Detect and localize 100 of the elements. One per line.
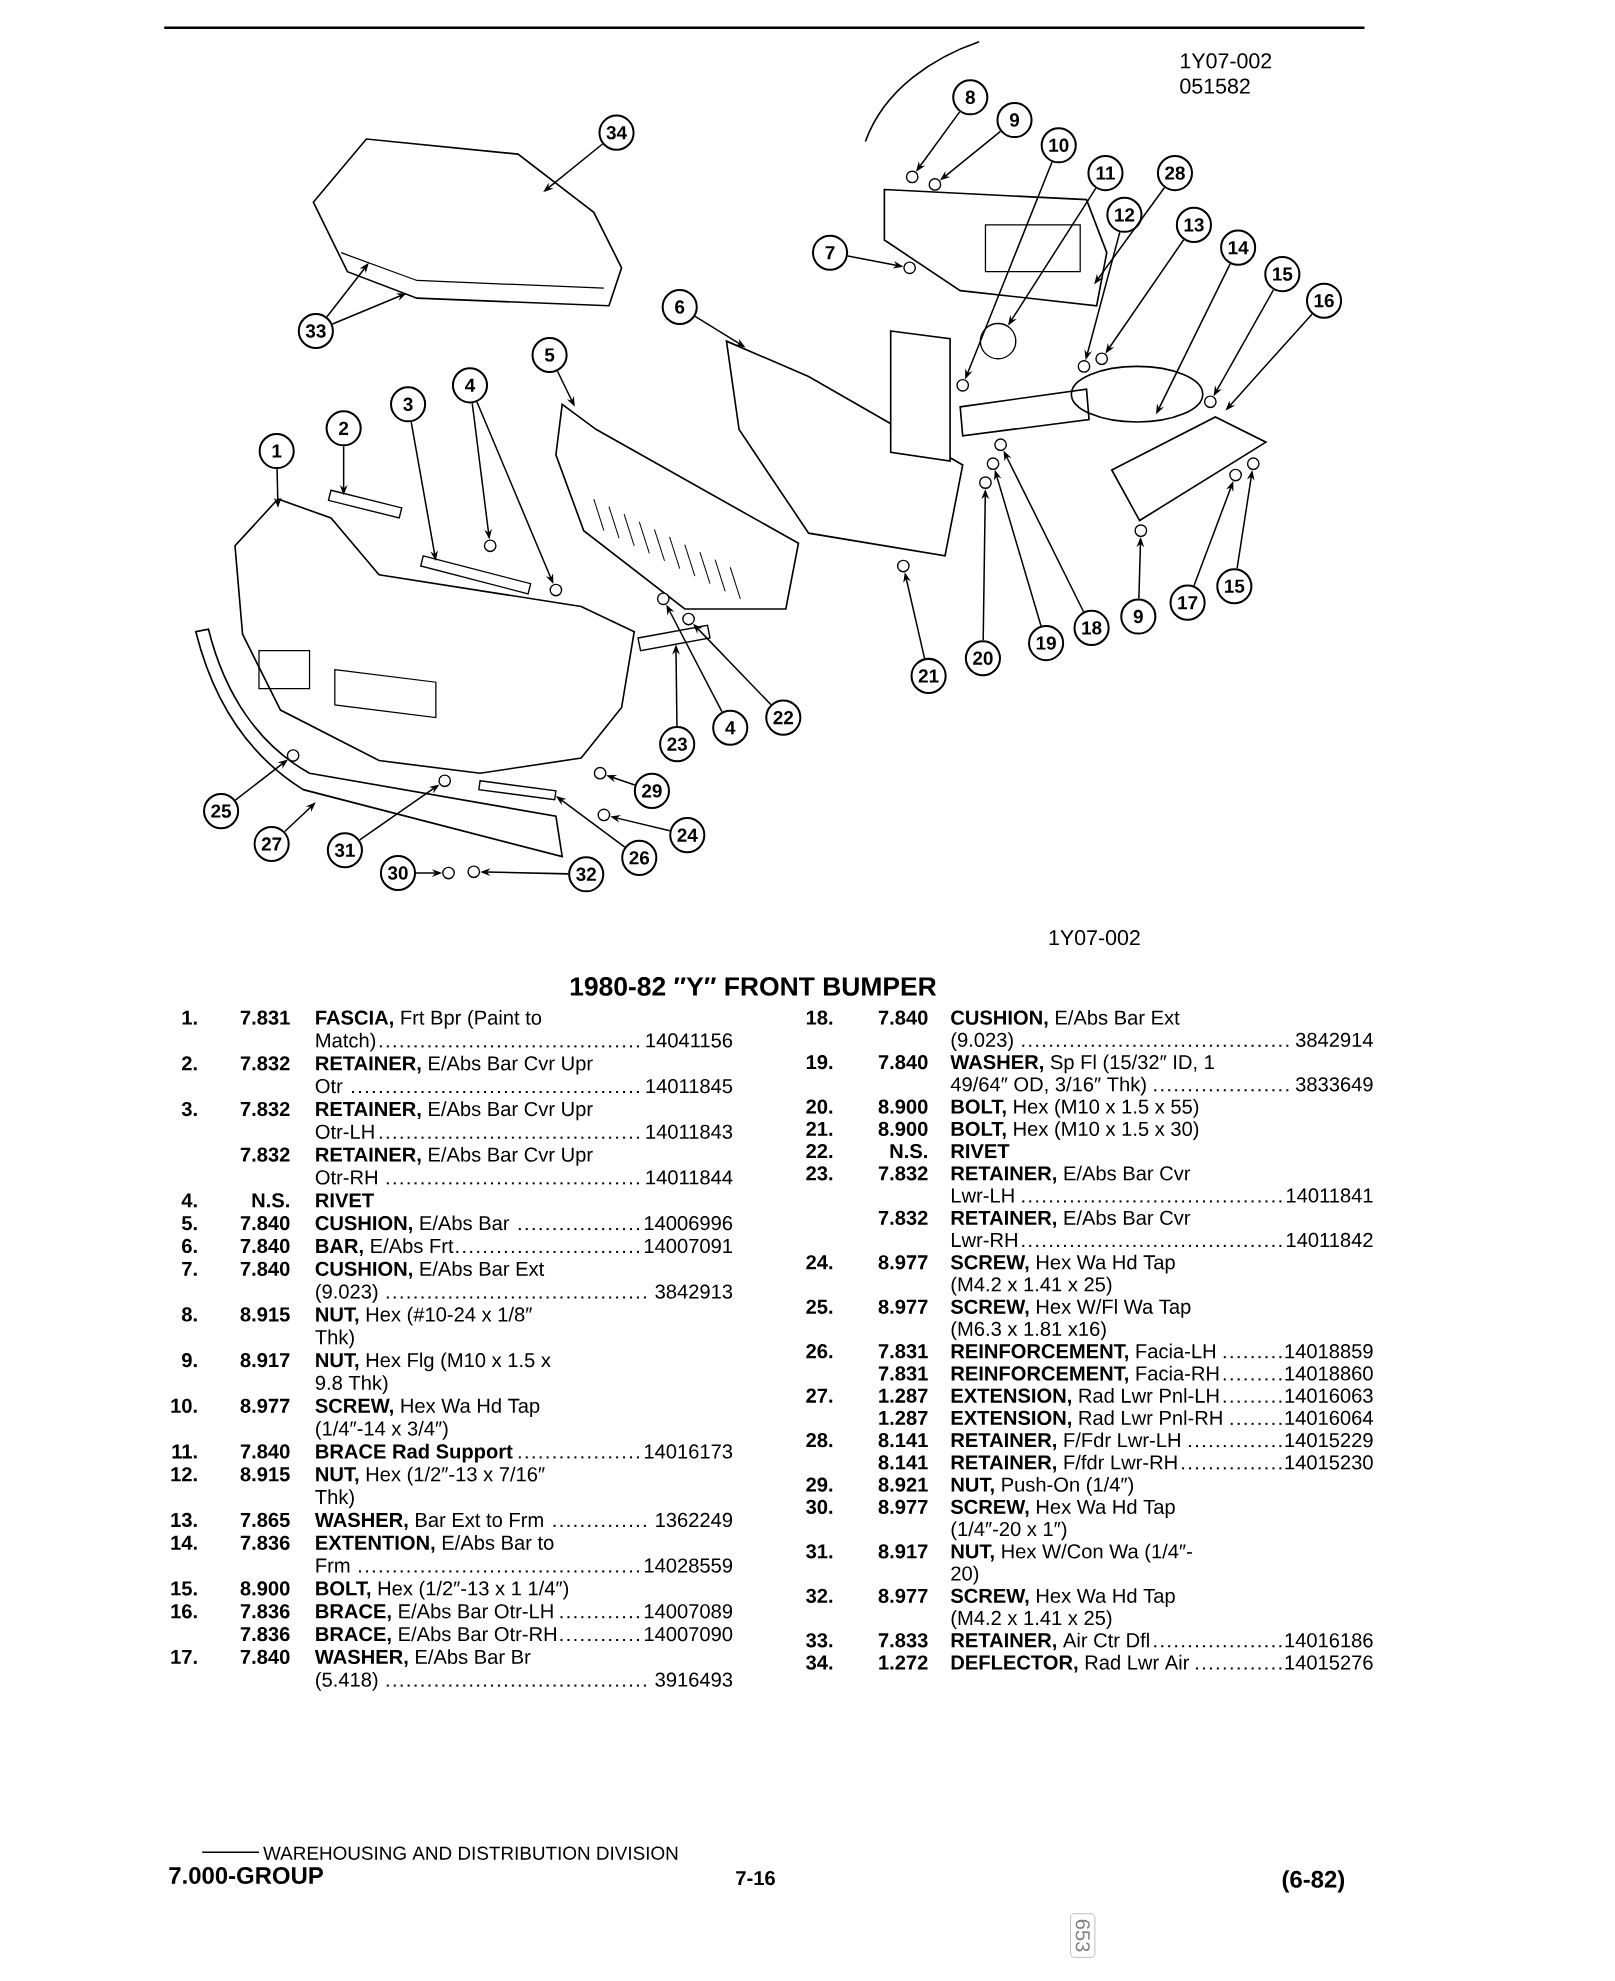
callout-number: 9 — [996, 101, 1033, 139]
label: RIVET — [316, 1193, 375, 1208]
label: 22. — [806, 1143, 833, 1159]
label: 7.831 — [879, 1344, 928, 1359]
label: 7.840 — [240, 1216, 290, 1231]
label: 7.840 — [240, 1238, 290, 1254]
label: RIVET — [951, 1144, 1010, 1159]
fastener — [593, 766, 607, 780]
label: 14. — [171, 1535, 197, 1550]
callout-number: 29 — [634, 772, 671, 809]
parts-list-row: 1.287 EXTENSION, Rad Lwr Pnl-RH 14016064 — [879, 1410, 1374, 1428]
parts-list-row: 34. 1.272 DEFLECTOR, Rad Lwr Air 14015276 — [806, 1654, 1373, 1673]
callout-number: 24 — [669, 817, 706, 854]
parts-list-row: 6. 7.840 BAR, E/Abs Frt 14007091 — [182, 1238, 733, 1257]
parts-list-row: 28. 8.141 RETAINER, F/Fdr Lwr-LH 14015229 — [806, 1432, 1373, 1451]
parts-list-row: 18. 7.840 CUSHION, E/Abs Bar Ext (9.023) 3842914 — [807, 1010, 1374, 1051]
label: 7. — [182, 1261, 197, 1276]
drawing-number: 1Y07-002 — [1181, 53, 1272, 69]
label: RETAINER, F/fdr Lwr-RH — [951, 1454, 1177, 1473]
bar-extension — [959, 365, 1204, 437]
callout-number: 1 — [258, 433, 295, 470]
radiator-support — [883, 188, 1108, 307]
label: 7.840 — [879, 1010, 928, 1025]
parts-list-row: 3. 7.832 RETAINER, E/Abs Bar Cvr Upr Otr-LH 14011843 — [181, 1101, 733, 1139]
label: 8.141 — [878, 1433, 928, 1448]
label: FASCIA, Frt Bpr (Paint to Match) — [316, 1010, 542, 1052]
callout-number: 31 — [327, 832, 364, 869]
label: RETAINER, E/Abs Bar Cvr Upr Otr-RH — [315, 1147, 593, 1185]
label: 14041156 — [646, 1033, 733, 1048]
parts-list-row: 17. 7.840 WASHER, E/Abs Bar Br (5.418) 3916493 — [171, 1649, 733, 1691]
label: 19. — [807, 1055, 833, 1070]
label: BRACE, E/Abs Bar Otr-LH — [316, 1603, 553, 1622]
page-number: 7-16 — [736, 1870, 776, 1886]
label: N.S. — [890, 1143, 928, 1159]
label: BRACE Rad Support — [316, 1443, 513, 1463]
parts-list-row: 10. 8.977 SCREW, Hex Wa Hd Tap (1/4″-14 x 3/4″) — [171, 1398, 540, 1440]
parts-list-row: 2. 7.832 RETAINER, E/Abs Bar Cvr Upr Otr 14011845 — [182, 1055, 733, 1094]
parts-list-row: 32. 8.977 SCREW, Hex Wa Hd Tap (M4.2 x 1.41 x 25) — [806, 1588, 1175, 1630]
fastener — [1095, 352, 1109, 366]
parts-list-row: 22. N.S. RIVET — [806, 1144, 1010, 1159]
label: EXTENSION, Rad Lwr Pnl-RH — [951, 1410, 1222, 1428]
label: 23. — [806, 1166, 833, 1181]
air-deflector — [312, 138, 623, 307]
fastener — [986, 457, 1000, 471]
label: 14028559 — [645, 1558, 733, 1573]
label: REINFORCEMENT, Facia-RH — [951, 1365, 1219, 1384]
parts-list-row: 20. 8.900 BOLT, Hex (M10 x 1.5 x 55) — [806, 1099, 1199, 1118]
parts-list-row: 31. 8.917 NUT, Hex W/Con Wa (1/4″- 20) — [806, 1543, 1193, 1585]
fastener — [1077, 360, 1091, 373]
label: 14011845 — [646, 1078, 733, 1094]
fastener — [484, 539, 497, 553]
callout-number: 33 — [297, 312, 335, 350]
fastener — [979, 476, 992, 489]
callout-number: 14 — [1220, 229, 1257, 266]
label: RETAINER, Air Ctr Dfl — [951, 1632, 1150, 1651]
label: 7.832 — [879, 1210, 928, 1225]
label: 3833649 — [1296, 1077, 1373, 1092]
callout-number: 34 — [598, 114, 635, 151]
label: 11. — [172, 1444, 197, 1459]
parts-list-row: 8. 8.915 NUT, Hex (#10-24 x 1/8″ Thk) — [182, 1306, 533, 1349]
parts-list-row: 26. 7.831 REINFORCEMENT, Facia-LH 14018859 — [806, 1343, 1373, 1362]
parts-list-row: 13. 7.865 WASHER, Bar Ext to Frm 1362249 — [171, 1512, 733, 1530]
callout-number: 2 — [325, 410, 362, 447]
label: 7.836 — [240, 1604, 290, 1619]
parts-list-row: 19. 7.840 WASHER, Sp Fl (15/32″ ID, 1 49/64″ OD, 3/16″ Thk) 3833649 — [807, 1054, 1373, 1096]
parts-list-row: 7.832 RETAINER, E/Abs Bar Cvr Upr Otr-RH 14011844 — [241, 1147, 733, 1185]
label: 1.287 — [879, 1388, 928, 1403]
label: 7.840 — [240, 1649, 290, 1665]
callout-number: 17 — [1169, 584, 1206, 621]
fastener — [928, 178, 942, 191]
title: 1980-82 ″Y″ FRONT BUMPER — [571, 977, 937, 996]
label: 14016186 — [1285, 1633, 1373, 1648]
label: 14016064 — [1285, 1410, 1374, 1426]
label: 14006996 — [645, 1216, 733, 1231]
label: 1362249 — [656, 1512, 733, 1528]
parts-list-row: 8.141 RETAINER, F/fdr Lwr-RH 14015230 — [878, 1454, 1373, 1473]
label: 14015230 — [1285, 1455, 1373, 1470]
label: 3. — [181, 1101, 197, 1117]
label: 7.832 — [879, 1166, 928, 1181]
label: 2. — [182, 1056, 197, 1071]
label: EXTENTION, E/Abs Bar to Frm — [316, 1535, 554, 1573]
parts-list-row: 16. 7.836 BRACE, E/Abs Bar Otr-LH 14007089 — [171, 1603, 733, 1622]
label: 7.832 — [240, 1147, 290, 1162]
callout-number: 15 — [1216, 568, 1253, 605]
revision-date: (6-82) — [1282, 1870, 1345, 1893]
label: WASHER, E/Abs Bar Br (5.418) — [315, 1649, 531, 1691]
label: 17. — [171, 1649, 197, 1664]
label: 13. — [171, 1512, 197, 1528]
callout-number: 23 — [659, 726, 696, 763]
parts-list-row: 9. 8.917 NUT, Hex Flg (M10 x 1.5 x 9.8 Thk) — [182, 1352, 551, 1394]
clamp-ring — [979, 322, 1017, 360]
label: 14018860 — [1285, 1366, 1373, 1381]
label: 26. — [806, 1344, 833, 1359]
label: BAR, E/Abs Frt — [316, 1238, 454, 1257]
parts-list-row: 7. 7.840 CUSHION, E/Abs Bar Ext (9.023) 3842913 — [182, 1261, 733, 1303]
label: 14016173 — [645, 1444, 733, 1459]
parts-list-row: 11. 7.840 BRACE Rad Support 14016173 — [172, 1443, 733, 1463]
parts-list-row: 30. 8.977 SCREW, Hex Wa Hd Tap (1/4″-20 x 1″) — [806, 1499, 1175, 1541]
label: 16. — [171, 1604, 197, 1619]
label: 4. — [181, 1193, 197, 1208]
